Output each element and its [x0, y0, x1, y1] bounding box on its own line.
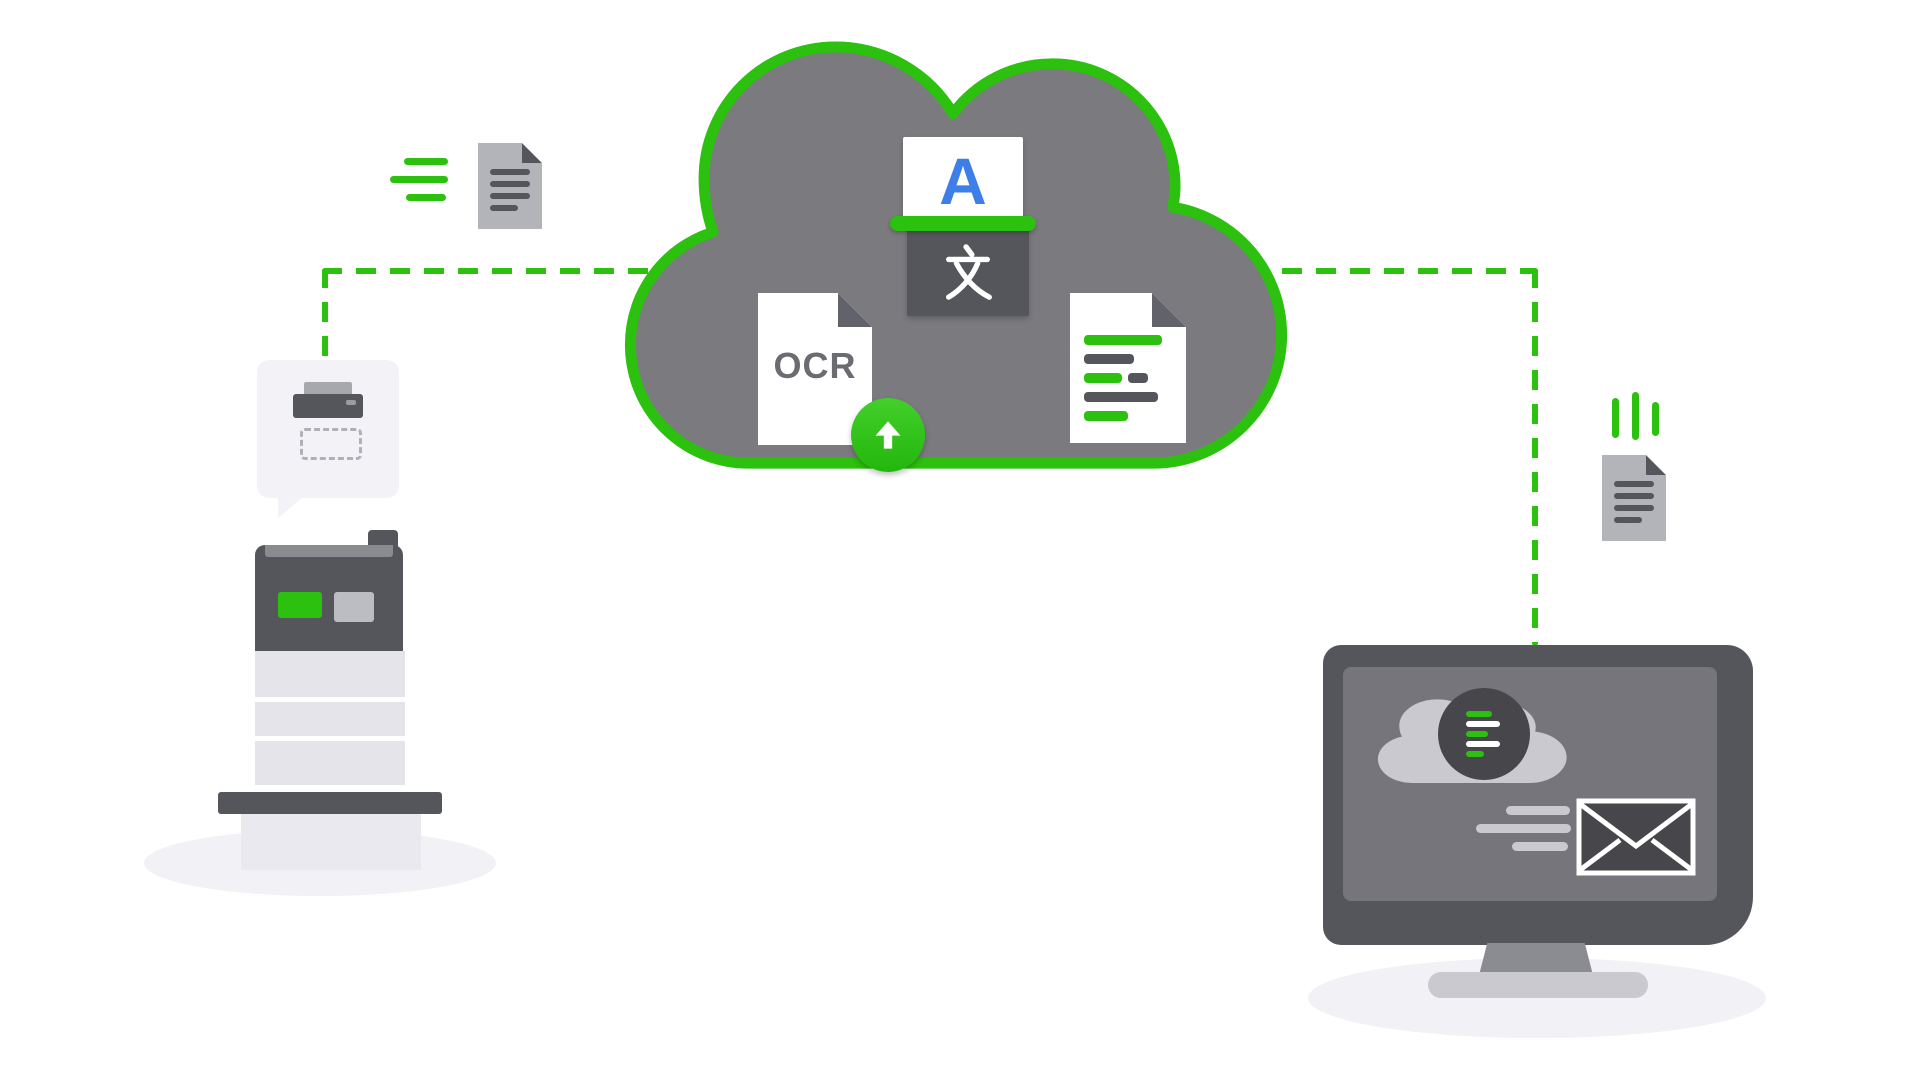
cjk-character-icon — [946, 244, 992, 300]
server-line — [1466, 751, 1484, 757]
printer-body — [255, 651, 405, 785]
printer-head — [255, 545, 403, 651]
motion-line — [1652, 402, 1659, 436]
doc-line — [490, 181, 530, 187]
printer-pedestal-base — [241, 814, 421, 870]
doc-line — [1614, 493, 1654, 499]
translate-latin-tile: A — [903, 137, 1023, 223]
doc-line — [1084, 373, 1122, 383]
translate-cjk-tile — [907, 228, 1029, 316]
folded-corner — [522, 143, 542, 163]
speed-line — [1512, 842, 1568, 851]
doc-line — [1084, 354, 1134, 364]
drawer-gap — [255, 736, 405, 741]
motion-line — [390, 176, 448, 183]
server-lines-icon — [1466, 711, 1502, 757]
translate-divider-bar — [890, 216, 1036, 231]
monitor — [1323, 645, 1753, 945]
motion-line — [404, 158, 448, 165]
folded-corner — [1646, 455, 1666, 475]
doc-line — [1128, 373, 1148, 383]
doc-line — [1614, 481, 1654, 487]
doc-line — [490, 205, 518, 211]
delivered-document — [1602, 455, 1666, 541]
doc-line — [1614, 517, 1642, 523]
drawer-gap — [255, 697, 405, 702]
connector-monitor-horizontal — [1248, 268, 1538, 274]
email-envelope-icon — [1576, 798, 1696, 876]
printer-pedestal-top — [218, 792, 442, 814]
motion-line — [406, 194, 446, 201]
speed-line — [1506, 806, 1570, 815]
server-line — [1466, 721, 1500, 727]
doc-line — [1084, 335, 1162, 345]
outgoing-scan-document — [478, 143, 542, 229]
motion-line — [1612, 398, 1619, 438]
monitor-stand-base — [1428, 972, 1648, 998]
connector-printer-horizontal — [322, 268, 654, 274]
ocr-label: OCR — [773, 345, 857, 386]
printer-display — [278, 592, 322, 618]
doc-line — [1614, 505, 1654, 511]
doc-line — [490, 193, 530, 199]
server-line — [1466, 741, 1500, 747]
doc-line — [490, 169, 530, 175]
speed-line — [1476, 824, 1571, 833]
upload-icon — [851, 398, 925, 472]
server-line — [1466, 711, 1492, 717]
printer-light — [346, 400, 356, 405]
scan-tray-dashed-icon — [300, 428, 362, 460]
connector-monitor-vertical — [1532, 268, 1538, 646]
cloud-storage-badge — [1438, 688, 1530, 780]
scan-speech-bubble — [257, 360, 399, 498]
paper-slot — [265, 545, 393, 557]
translated-text-document — [1070, 293, 1186, 443]
printer-icon — [293, 394, 363, 418]
printer-top-tab — [368, 530, 398, 548]
motion-line — [1632, 392, 1639, 440]
server-line — [1466, 731, 1488, 737]
arrow-up-icon — [875, 421, 901, 449]
printer-button — [334, 592, 374, 622]
speech-bubble-tail — [278, 496, 304, 518]
doc-line — [1084, 411, 1128, 421]
doc-line — [1084, 392, 1158, 402]
connector-printer-vertical — [322, 268, 328, 362]
